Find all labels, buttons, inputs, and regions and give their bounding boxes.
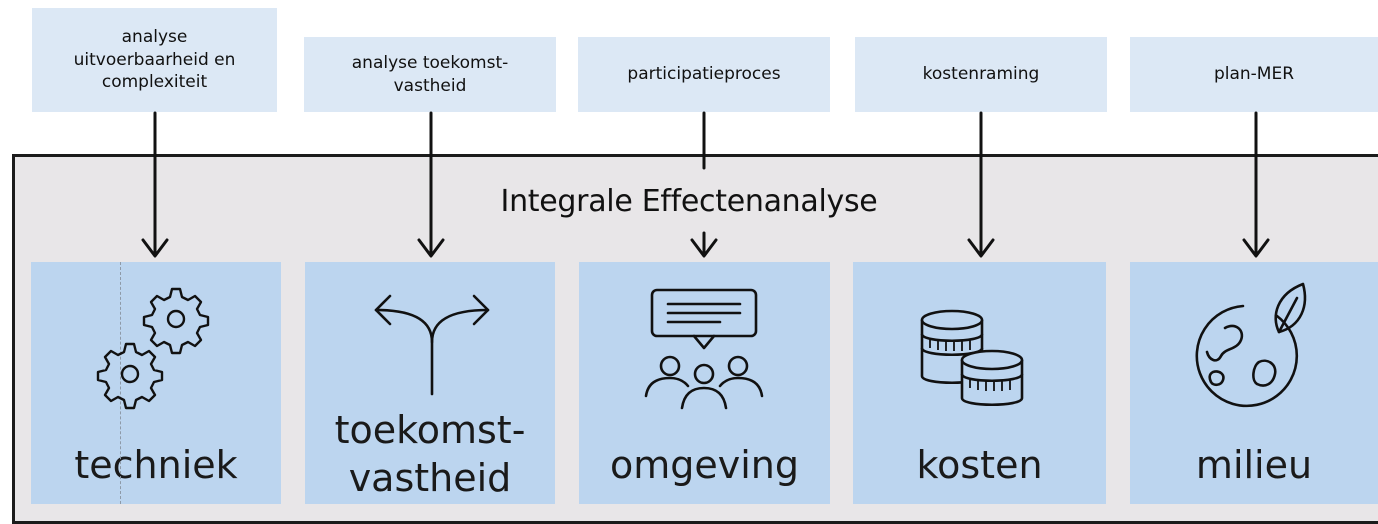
input-label: plan-MER xyxy=(1213,64,1295,85)
card-label: omgeving xyxy=(609,443,800,487)
card-label: milieu xyxy=(1195,443,1313,487)
people-chat-icon xyxy=(644,288,764,410)
arrow-kosten xyxy=(967,111,995,258)
arrows xyxy=(141,111,1270,258)
input-label: participatieproces xyxy=(627,64,781,85)
card-label: kosten xyxy=(916,443,1043,487)
card-label: toekomst- vastheid xyxy=(334,408,526,500)
coins-icon xyxy=(920,309,1024,406)
frame-title: Integrale Effectenanalyse xyxy=(500,184,878,219)
input-box-participatieproces: participatieproces xyxy=(578,37,830,112)
arrow-omgeving xyxy=(690,111,718,258)
globe-leaf-icon xyxy=(1195,282,1307,408)
input-box-uitvoerbaarheid: analyse uitvoerbaarheid en complexiteit xyxy=(32,8,277,112)
input-label: analyse uitvoerbaarheid en complexiteit xyxy=(73,26,236,93)
gears-icon xyxy=(96,287,210,410)
split-arrow-icon xyxy=(374,294,490,396)
input-box-kostenraming: kostenraming xyxy=(855,37,1107,112)
arrow-techniek xyxy=(141,111,169,258)
dashed-guide xyxy=(120,262,121,504)
card-techniek: techniek xyxy=(31,262,281,504)
card-toekomstvastheid: toekomst- vastheid xyxy=(305,262,555,504)
input-label: kostenraming xyxy=(922,64,1040,85)
arrow-milieu xyxy=(1242,111,1270,258)
card-label: techniek xyxy=(74,443,238,487)
card-milieu: milieu xyxy=(1130,262,1378,504)
arrow-toekomstvastheid xyxy=(417,111,445,258)
input-box-plan-mer: plan-MER xyxy=(1130,37,1378,112)
input-box-toekomstvastheid: analyse toekomst- vastheid xyxy=(304,37,556,112)
input-label: analyse toekomst- vastheid xyxy=(351,52,509,96)
